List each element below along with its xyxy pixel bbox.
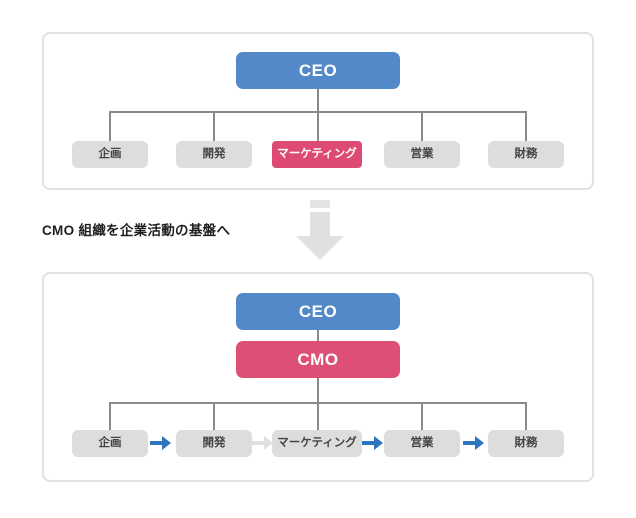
connector-ceo-to-cmo: [317, 330, 319, 341]
connector-cmo-stem: [317, 378, 319, 402]
node-dept-marketing-proposed[interactable]: マーケティング: [272, 430, 362, 457]
node-dept-planning-current[interactable]: 企画: [72, 141, 148, 168]
node-dept-finance-proposed[interactable]: 財務: [488, 430, 564, 457]
connector-drop-1-proposed: [109, 402, 111, 430]
connector-ceo-stem-current: [317, 89, 319, 111]
node-dept-sales-current[interactable]: 営業: [384, 141, 460, 168]
flow-arrow-marketing-to-sales-icon: [362, 436, 383, 450]
node-dept-sales-proposed[interactable]: 営業: [384, 430, 460, 457]
transition-caption: CMO 組織を企業活動の基盤へ: [42, 223, 231, 238]
node-dept-development-current[interactable]: 開発: [176, 141, 252, 168]
connector-drop-5-proposed: [525, 402, 527, 430]
node-dept-development-proposed[interactable]: 開発: [176, 430, 252, 457]
flow-arrow-sales-to-finance-icon: [463, 436, 484, 450]
connector-drop-4-proposed: [421, 402, 423, 430]
node-ceo-current[interactable]: CEO: [236, 52, 400, 89]
connector-drop-1-current: [109, 111, 111, 141]
node-ceo-proposed[interactable]: CEO: [236, 293, 400, 330]
connector-drop-2-current: [213, 111, 215, 141]
flow-arrow-planning-to-development-icon: [150, 436, 171, 450]
node-dept-planning-proposed[interactable]: 企画: [72, 430, 148, 457]
connector-drop-3-proposed: [317, 402, 319, 430]
node-dept-finance-current[interactable]: 財務: [488, 141, 564, 168]
node-cmo-proposed[interactable]: CMO: [236, 341, 400, 378]
down-arrow-icon: [296, 200, 344, 260]
connector-drop-4-current: [421, 111, 423, 141]
flow-arrow-development-to-marketing-icon: [252, 436, 273, 450]
connector-drop-5-current: [525, 111, 527, 141]
connector-drop-2-proposed: [213, 402, 215, 430]
node-dept-marketing-current[interactable]: マーケティング: [272, 141, 362, 168]
connector-drop-3-current: [317, 111, 319, 141]
